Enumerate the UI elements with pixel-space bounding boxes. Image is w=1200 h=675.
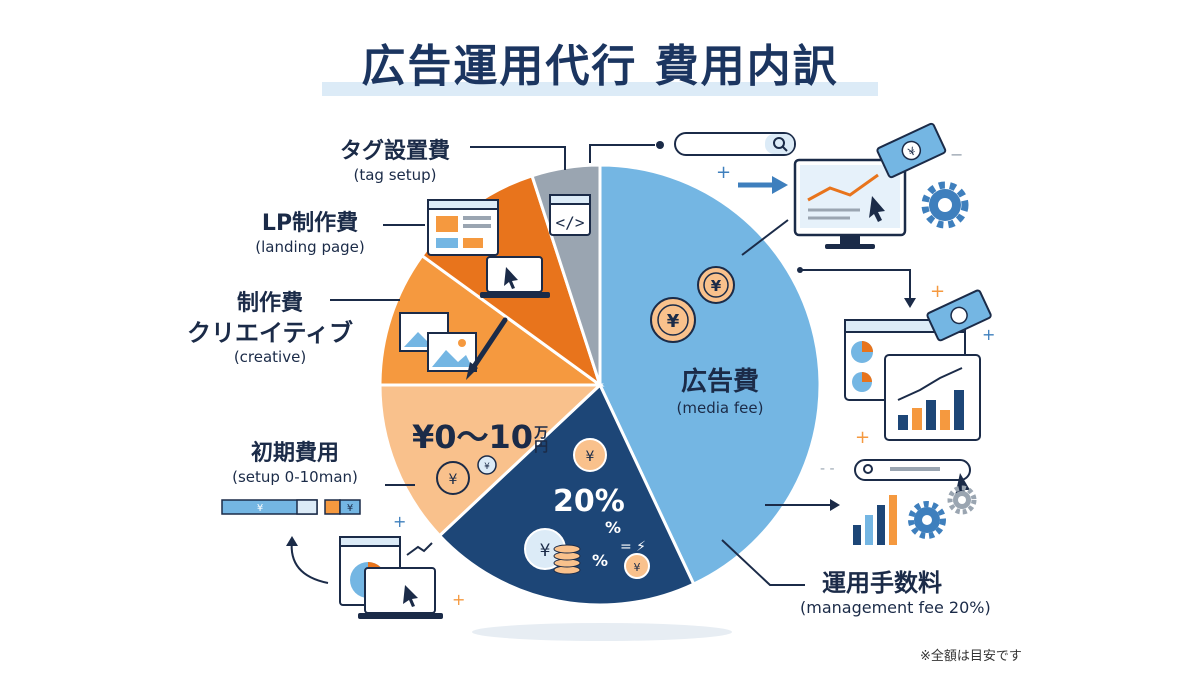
title-underline [322, 82, 878, 96]
label-lp: LP制作費 (landing page) [230, 210, 390, 257]
label-tag-jp: タグ設置費 [339, 139, 450, 164]
svg-text:¥: ¥ [257, 503, 263, 514]
leader-mgmt [721, 539, 805, 586]
footnote: ※全額は目安です [920, 649, 1022, 664]
label-lp-jp: LP制作費 [261, 211, 359, 236]
browser-icon [427, 199, 499, 256]
svg-text:+: + [982, 325, 995, 344]
pie-slice-1 [437, 382, 696, 607]
label-media: 広告費 (media fee) [645, 366, 795, 418]
label-mgmt: 運用手数料 (management fee 20%) [800, 568, 1020, 619]
svg-text:¥: ¥ [906, 144, 918, 159]
search-bar-icon [854, 459, 971, 500]
setup-amount-value: ¥0〜10 [412, 418, 534, 456]
yen-coin-icon: ¥ ¥ [650, 266, 735, 343]
label-lp-en: (landing page) [255, 237, 365, 256]
banknote-icon [926, 289, 992, 342]
setup-amount-unit: 万円 [532, 425, 549, 453]
banknote-icon: ¥ [876, 122, 947, 179]
label-mgmt-en: (management fee 20%) [800, 598, 991, 617]
gear-icon [908, 485, 977, 539]
monitor-chart-icon [793, 158, 907, 249]
svg-text:%: % [592, 551, 608, 570]
label-setup-en: (setup 0-10man) [232, 467, 358, 486]
leader-monitor [741, 219, 789, 256]
label-setup-jp: 初期費用 [250, 441, 339, 466]
label-setup: 初期費用 (setup 0-10man) [215, 440, 375, 487]
svg-text:¥: ¥ [540, 541, 551, 561]
label-mgmt-jp: 運用手数料 [822, 569, 942, 597]
svg-text:¥: ¥ [449, 472, 458, 488]
mgmt-percent: 20% [553, 484, 625, 519]
setup-bar-icon: ¥ ¥ [221, 499, 361, 515]
svg-text:¥: ¥ [634, 561, 641, 574]
leader-search [589, 144, 655, 163]
arrow-icon [738, 176, 788, 194]
label-tag: タグ設置費 (tag setup) [320, 138, 470, 185]
paintbrush-icon [466, 317, 508, 380]
svg-text:¥: ¥ [667, 311, 680, 332]
pie-shadow [472, 623, 732, 641]
coin-stack-icon [553, 544, 581, 575]
svg-text:+: + [930, 281, 945, 302]
svg-text:= ⚡: = ⚡ [620, 539, 646, 555]
laptop-icon [480, 256, 550, 298]
label-creative-jp2: クリエイティブ [186, 318, 354, 347]
setup-amount: ¥0〜10万円 [412, 412, 549, 458]
svg-text:¥: ¥ [586, 449, 595, 465]
svg-text:+: + [393, 512, 406, 531]
page-title: 広告運用代行 費用内訳 [361, 41, 839, 92]
leader-tag [470, 146, 566, 170]
svg-text:%: % [605, 518, 621, 537]
yen-coin-icon: ¥ ¥ [436, 455, 497, 495]
label-creative: 制作費 クリエイティブ (creative) [175, 290, 365, 367]
label-creative-en: (creative) [233, 347, 307, 366]
label-tag-en: (tag setup) [353, 165, 437, 184]
search-bar-icon [674, 132, 796, 156]
pie-slice-0 [598, 163, 822, 587]
browser-dashboard-icon [844, 319, 981, 441]
svg-text:¥: ¥ [484, 462, 490, 472]
label-media-jp: 広告費 [680, 367, 759, 397]
svg-text:¥: ¥ [711, 277, 722, 295]
browser-pie-icon [339, 536, 443, 619]
svg-text:</>: </> [556, 213, 585, 232]
svg-text:- -: - - [820, 461, 835, 477]
label-media-en: (media fee) [676, 398, 764, 417]
image-icon [399, 312, 477, 372]
gear-icon [921, 181, 969, 229]
code-tag-icon: </> [549, 194, 591, 236]
svg-text:+: + [716, 162, 731, 183]
svg-text:¥: ¥ [347, 503, 353, 514]
svg-text:+: + [452, 590, 465, 609]
bar-chart-icon [853, 495, 897, 545]
svg-text:−: − [950, 145, 963, 164]
svg-text:+: + [855, 427, 870, 448]
label-creative-jp1: 制作費 [236, 291, 303, 316]
leader-dot [656, 141, 664, 149]
